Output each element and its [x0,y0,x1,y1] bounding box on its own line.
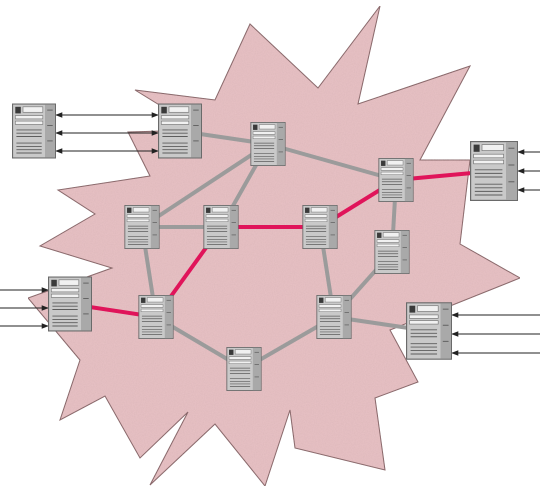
arrows-into-ext-right-top [517,149,540,193]
server-icon-edge-left [48,276,92,332]
server-icon-core-bottom [226,347,262,391]
link-core-top-to-core-mid-left [140,142,270,229]
arrows-into-ext-right-bottom [451,312,540,356]
server-icon-core-right-mid [374,230,410,274]
server-icon-core-mid-right [302,205,338,249]
server-icon-edge-top-left [158,103,202,159]
server-icon-ext-right-bottom [406,302,452,360]
server-icon-core-mid-left [124,205,160,249]
arrows-layer [0,112,540,356]
server-icon-core-mid [203,205,239,249]
link-core-top-to-core-right-top [266,142,398,182]
server-icon-core-lower-right [316,295,352,339]
server-icon-core-top [250,122,286,166]
arrows-into-edge-left [0,287,49,329]
server-icon-ext-left-top [12,103,56,159]
arrows-ext-left-top-to-edge-top-left [55,112,159,154]
network-cloud [27,5,522,488]
server-icon-core-lower-left [138,295,174,339]
server-icon-ext-right-top [470,140,518,202]
server-icon-core-right-top [378,158,414,202]
